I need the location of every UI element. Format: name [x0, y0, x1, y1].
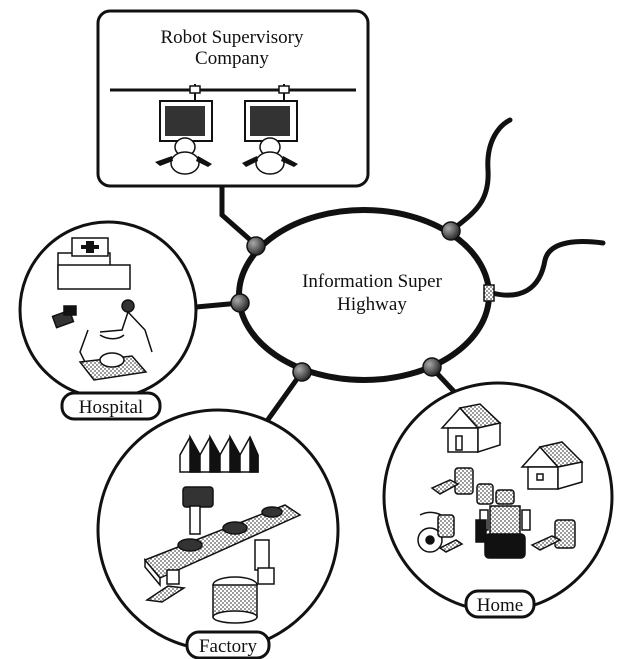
network-node-icon — [230, 293, 250, 313]
network-node-icon — [441, 221, 461, 241]
home-label-box — [464, 589, 536, 619]
monitor-icon — [244, 84, 298, 142]
external-link-top — [448, 117, 513, 234]
factory-label: Factory — [199, 636, 258, 657]
hospital-building-icon — [57, 237, 131, 290]
hospital-label-box — [60, 391, 162, 421]
humanoid-robot-icon — [475, 489, 531, 559]
monitor-icon — [159, 84, 213, 142]
factory-site: Factory — [96, 408, 340, 659]
network-port-icon — [483, 284, 495, 302]
operator-icon — [155, 137, 212, 175]
company-title-line1: Robot Supervisory — [160, 27, 304, 48]
factory-link — [259, 369, 305, 431]
network-nodes — [230, 221, 495, 382]
vacuum-robot-icon — [530, 519, 576, 551]
external-link-right — [489, 239, 606, 298]
highway-label-line1: Information Super — [302, 271, 443, 292]
house-icon — [520, 441, 584, 490]
operator-icon — [242, 137, 298, 175]
hospital-site: Hospital — [18, 220, 198, 421]
network-node-icon — [422, 357, 442, 377]
house-icon — [440, 403, 502, 454]
vacuum-robot-icon — [417, 511, 464, 553]
company-link — [219, 183, 259, 248]
home-site: Home — [382, 381, 614, 619]
factory-label-box — [185, 630, 271, 659]
network-node-icon — [246, 236, 266, 256]
highway-label-line2: Highway — [337, 294, 407, 315]
surgical-robot-icon — [51, 299, 153, 381]
vacuum-robot-icon — [430, 467, 494, 505]
company-title-line2: Company — [195, 48, 269, 69]
factory-building-icon — [179, 434, 259, 473]
conveyor-robot-icon — [143, 486, 302, 624]
company-box — [96, 9, 370, 188]
hospital-label: Hospital — [79, 397, 143, 418]
supervisory-company: Robot Supervisory Company — [96, 9, 370, 188]
home-label: Home — [477, 595, 523, 616]
network-node-icon — [292, 362, 312, 382]
